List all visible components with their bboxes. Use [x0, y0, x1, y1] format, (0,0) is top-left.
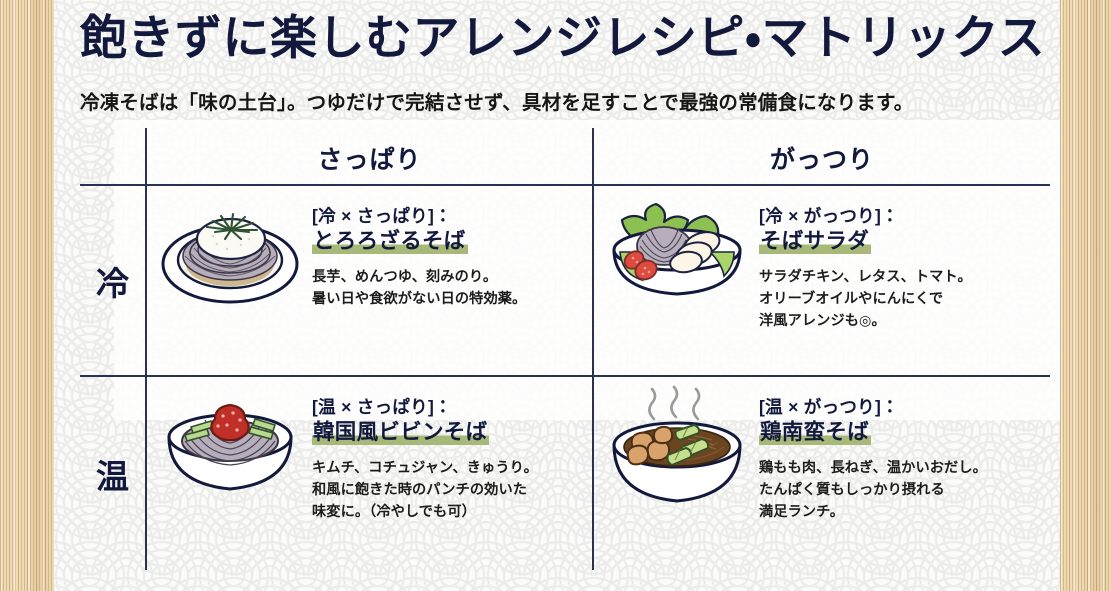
matrix-cell-warm-gattsuri: [温 × がっつり]： 鶏南蛮そば 鶏もも肉、長ねぎ、温かいおだし。 たんぱく質…: [594, 377, 1050, 570]
cell-text-warm-gattsuri: [温 × がっつり]： 鶏南蛮そば 鶏もも肉、長ねぎ、温かいおだし。 たんぱく質…: [759, 377, 1050, 523]
cell-combo-label: [冷 × さっぱり]：: [312, 206, 452, 226]
cell-description: サラダチキン、レタス、トマト。 オリーブオイルやにんにくで 洋風アレンジも◎。: [759, 266, 1044, 332]
cell-description-line: オリーブオイルやにんにくで: [759, 290, 944, 307]
divider-row-horizontal: [80, 375, 1050, 377]
cell-description-line: 満足ランチ。: [759, 503, 845, 520]
content-panel: 飽きずに楽しむアレンジレシピ・マトリックス 冷凍そばは「味の土台」。つゆだけで完…: [54, 0, 1060, 591]
steam-icon: [647, 385, 700, 421]
divider-column-vertical: [592, 128, 594, 570]
cell-description-line: 味変に。（冷やしでも可）: [312, 503, 476, 520]
wood-texture-left-edge: [0, 0, 54, 591]
soba-salad-illustration: [594, 186, 759, 319]
bibim-soba-illustration: [147, 377, 312, 510]
recipe-matrix: さっぱり がっつり 冷 温: [54, 128, 1060, 578]
cell-description-line: サラダチキン、レタス、トマト。: [759, 268, 972, 285]
cell-text-cold-gattsuri: [冷 × がっつり]： そばサラダ サラダチキン、レタス、トマト。 オリーブオイ…: [759, 186, 1050, 332]
cell-dish-name: とろろざるそば: [312, 228, 468, 254]
cell-combo-label: [温 × さっぱり]：: [312, 397, 452, 417]
cell-description-line: 和風に飽きた時のパンチの効いた: [312, 481, 528, 498]
divider-rowlabel-vertical: [145, 128, 147, 570]
cell-dish-name: 鶏南蛮そば: [759, 419, 872, 445]
column-header-sappari: さっぱり: [317, 146, 422, 174]
page-subtitle: 冷凍そばは「味の土台」。つゆだけで完結させず、具材を足すことで最強の常備食になり…: [80, 92, 914, 114]
cell-combo-label: [温 × がっつり]：: [759, 397, 899, 417]
cell-description-line: 長芋、めんつゆ、刻みのり。: [312, 268, 498, 285]
cell-description: 鶏もも肉、長ねぎ、温かいおだし。 たんぱく質もしっかり摂れる 満足ランチ。: [759, 457, 1044, 523]
divider-header-horizontal: [80, 184, 1050, 186]
cell-description: 長芋、めんつゆ、刻みのり。 暑い日や食欲がない日の特効薬。: [312, 266, 586, 310]
tori-nanban-soba-illustration: [594, 377, 759, 517]
row-label-warm: 温: [96, 459, 129, 496]
page-title: 飽きずに楽しむアレンジレシピ・マトリックス: [80, 13, 1046, 65]
cell-dish-name: そばサラダ: [759, 228, 872, 254]
cell-description-line: 鶏もも肉、長ねぎ、温かいおだし。: [759, 459, 987, 476]
seigaiha-wave-background-pattern: [54, 0, 1060, 591]
cell-description-line: 暑い日や食欲がない日の特効薬。: [312, 290, 527, 307]
cell-description-line: たんぱく質もしっかり摂れる: [759, 481, 945, 498]
matrix-cell-warm-sappari: [温 × さっぱり]： 韓国風ビビンそば キムチ、コチュジャン、きゅうり。 和風…: [147, 377, 592, 570]
matrix-cell-cold-gattsuri: [冷 × がっつり]： そばサラダ サラダチキン、レタス、トマト。 オリーブオイ…: [594, 186, 1050, 375]
cell-text-cold-sappari: [冷 × さっぱり]： とろろざるそば 長芋、めんつゆ、刻みのり。 暑い日や食欲…: [312, 186, 592, 310]
cell-description-line: キムチ、コチュジャン、きゅうり。: [312, 459, 538, 476]
matrix-cell-cold-sappari: [冷 × さっぱり]： とろろざるそば 長芋、めんつゆ、刻みのり。 暑い日や食欲…: [147, 186, 592, 375]
cell-description: キムチ、コチュジャン、きゅうり。 和風に飽きた時のパンチの効いた 味変に。（冷や…: [312, 457, 586, 523]
cell-combo-label: [冷 × がっつり]：: [759, 206, 899, 226]
wood-texture-right-edge: [1060, 0, 1111, 591]
cell-text-warm-sappari: [温 × さっぱり]： 韓国風ビビンそば キムチ、コチュジャン、きゅうり。 和風…: [312, 377, 592, 523]
tororo-zaru-soba-illustration: [147, 186, 312, 314]
row-label-cold: 冷: [96, 266, 129, 303]
cell-dish-name: 韓国風ビビンそば: [312, 419, 490, 445]
column-header-gattsuri: がっつり: [769, 146, 874, 174]
cell-description-line: 洋風アレンジも◎。: [759, 312, 886, 329]
